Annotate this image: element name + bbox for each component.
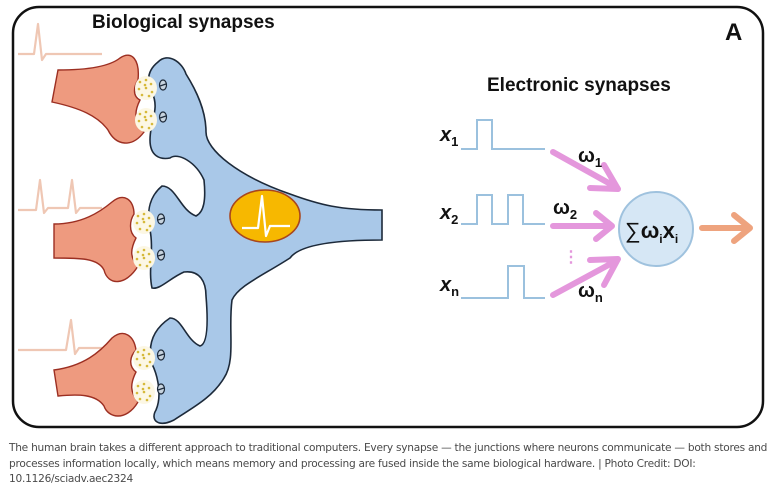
vesicle (147, 252, 151, 256)
receptor-channel (157, 217, 165, 221)
vesicle (137, 87, 141, 91)
vesicle (145, 364, 149, 368)
vesicle (149, 114, 153, 118)
receptor-channel (159, 83, 167, 87)
spike-trace-3 (18, 318, 102, 356)
vesicle (149, 82, 153, 86)
vesicle (150, 122, 154, 126)
weight-label-2: ω2 (553, 197, 577, 222)
vesicle (135, 257, 139, 261)
vesicle (147, 94, 151, 98)
vesicle (142, 348, 146, 352)
axon-terminals (51, 54, 145, 417)
vesicle (148, 360, 152, 364)
vesicle (136, 250, 140, 254)
vesicle (141, 387, 145, 391)
vesicle (138, 263, 142, 267)
vesicle (142, 382, 146, 386)
vesicle (138, 397, 142, 401)
vesicle (141, 253, 145, 257)
vesicle (145, 398, 149, 402)
vesicle (138, 112, 142, 116)
vesicle (141, 353, 145, 357)
input-label-x1: x1 (439, 124, 458, 149)
vesicle (140, 125, 144, 129)
receptors (156, 79, 168, 395)
vesicle (148, 224, 152, 228)
vertical-ellipsis: ⋮ (563, 249, 579, 266)
axon-terminal-2 (53, 196, 139, 283)
vesicle (145, 228, 149, 232)
vesicle (150, 90, 154, 94)
receptor-channel (159, 115, 167, 119)
pulse-xn (461, 265, 545, 299)
vesicle (142, 356, 146, 360)
vesicle (147, 216, 151, 220)
receptor-channel (157, 353, 165, 357)
spike-trace-2 (18, 178, 102, 215)
vesicle (142, 248, 146, 252)
synapse-figure: Biological synapses A Electronic synapse… (11, 5, 765, 429)
vesicle (144, 86, 148, 90)
vesicle (136, 350, 140, 354)
output-arrow (699, 212, 753, 244)
figure-caption: The human brain takes a different approa… (9, 442, 768, 486)
vesicle (145, 264, 149, 268)
axon-terminal-1 (51, 54, 145, 144)
vesicle (144, 110, 148, 114)
vesicle (138, 80, 142, 84)
vesicle (142, 212, 146, 216)
vesicle (135, 221, 139, 225)
input-label-xn: xn (439, 274, 459, 299)
biological-synapses-title: Biological synapses (92, 12, 275, 33)
vesicle (141, 217, 145, 221)
vesicle (148, 394, 152, 398)
pulse-x2 (461, 194, 545, 225)
vesicle (140, 93, 144, 97)
weight-label-n: ωn (578, 280, 603, 305)
pulse-x1 (461, 119, 545, 150)
vesicle (136, 384, 140, 388)
vesicle (138, 227, 142, 231)
weight-arrow-2 (550, 210, 615, 242)
vesicle (142, 220, 146, 224)
vesicle (144, 118, 148, 122)
vesicle (142, 256, 146, 260)
summation-node (618, 191, 694, 267)
vesicle (147, 386, 151, 390)
vesicle (143, 115, 147, 119)
receptor-channel (157, 387, 165, 391)
weight-arrows (550, 149, 621, 298)
vesicle (148, 260, 152, 264)
axon-terminal-3 (53, 332, 139, 417)
input-labels: x1 x2 xn (439, 124, 459, 299)
vesicle (135, 357, 139, 361)
vesicle (138, 363, 142, 367)
spike-trains (18, 22, 102, 356)
vesicle (147, 126, 151, 130)
panel-label: A (725, 19, 742, 46)
summation-formula: ∑ωixi (625, 218, 678, 246)
spike-trace-1 (18, 22, 102, 62)
vesicle (137, 119, 141, 123)
vesicle (136, 214, 140, 218)
input-pulses (461, 119, 545, 299)
vesicle (143, 83, 147, 87)
electronic-synapses-title: Electronic synapses (487, 75, 671, 96)
vesicle (135, 391, 139, 395)
weight-arrow-1 (550, 149, 621, 192)
vesicle (147, 352, 151, 356)
weight-label-1: ω1 (578, 145, 602, 170)
weight-arrow-n (550, 256, 621, 298)
receptor-channel (157, 253, 165, 257)
soma-spike-icon (242, 194, 290, 238)
weight-labels: ω1 ω2 ωn (553, 145, 603, 305)
input-label-x2: x2 (439, 202, 458, 227)
vesicle (144, 78, 148, 82)
vesicle (142, 390, 146, 394)
vesicle-clusters (133, 76, 157, 404)
